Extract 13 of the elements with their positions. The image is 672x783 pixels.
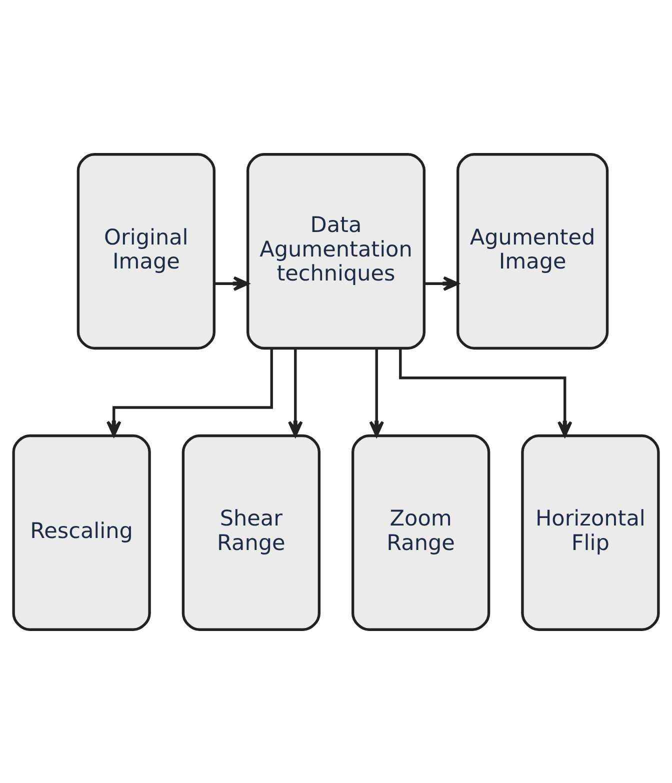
- node-box: Zoom Range: [351, 434, 490, 630]
- node-box: Agumented Image: [456, 152, 609, 350]
- arrow: [399, 348, 572, 436]
- node-box: Rescaling: [12, 434, 151, 630]
- arrow: [424, 276, 459, 291]
- node-box: Data Agumentation techniques: [246, 152, 426, 350]
- arrow: [106, 348, 273, 436]
- arrow: [288, 348, 303, 436]
- node-box: Shear Range: [182, 434, 321, 630]
- arrow: [214, 276, 249, 291]
- node-box: Horizontal Flip: [521, 434, 660, 630]
- node-box: Original Image: [76, 152, 216, 350]
- arrow: [369, 348, 384, 436]
